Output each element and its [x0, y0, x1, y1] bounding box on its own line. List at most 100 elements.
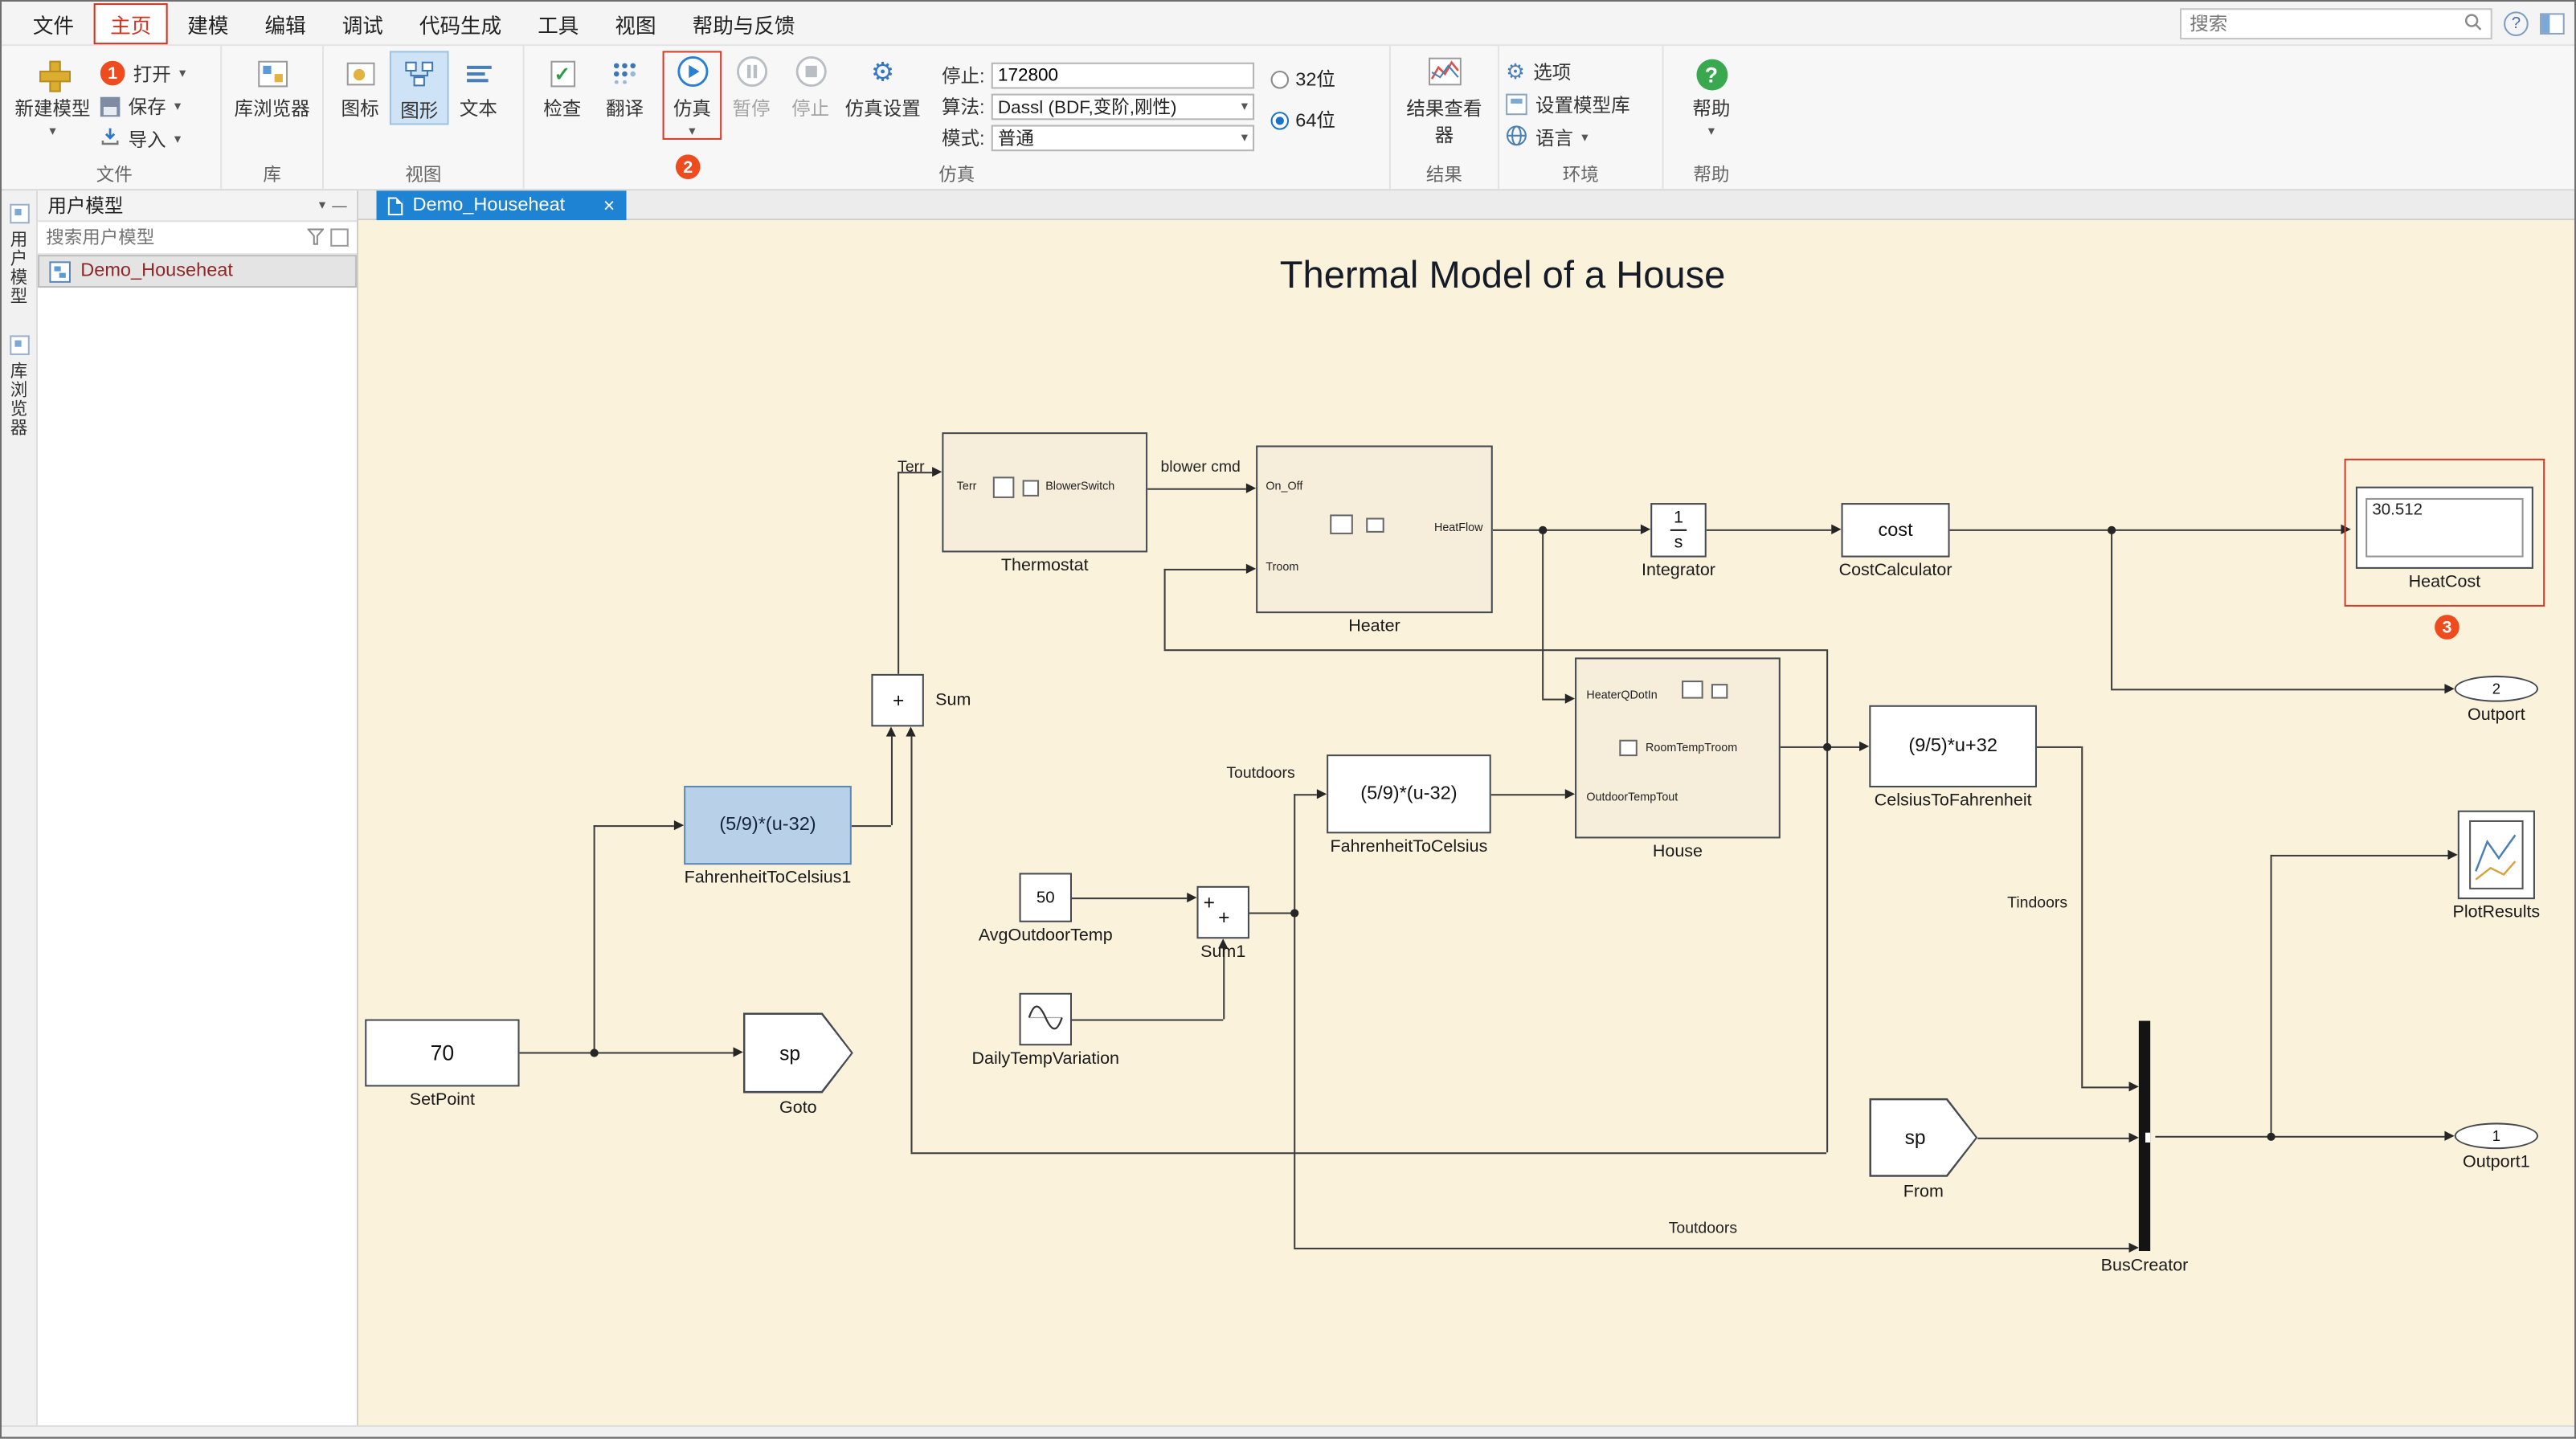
block-integrator[interactable]: 1s Integrator — [1650, 503, 1707, 558]
wire[interactable] — [1977, 1138, 2128, 1139]
language-button[interactable]: 语言 ▾ — [1506, 123, 1629, 151]
compile-button[interactable]: 翻译 — [594, 51, 656, 121]
block-fahrenheit-to-celsius[interactable]: (5/9)*(u-32) FahrenheitToCelsius — [1327, 754, 1491, 833]
wire[interactable] — [1826, 746, 1828, 1152]
open-button[interactable]: 1 打开 ▾ — [100, 59, 186, 88]
menu-tools[interactable]: 工具 — [521, 2, 595, 43]
block-fahrenheit-to-celsius1[interactable]: (5/9)*(u-32) FahrenheitToCelsius1 — [684, 786, 852, 865]
block-set-point[interactable]: 70 SetPoint — [365, 1020, 519, 1087]
block-from[interactable]: sp From — [1869, 1098, 1977, 1177]
wire[interactable] — [1072, 1020, 1223, 1021]
view-graphic-button[interactable]: 图形 — [390, 51, 449, 125]
block-celsius-to-fahrenheit[interactable]: (9/5)*u+32 CelsiusToFahrenheit — [1869, 705, 2037, 787]
search-input[interactable] — [2190, 14, 2457, 34]
pause-button[interactable]: 暂停 — [722, 51, 781, 121]
wire[interactable] — [1249, 913, 1294, 914]
model-search-input[interactable] — [46, 227, 301, 247]
wire[interactable] — [1781, 746, 1859, 748]
simulation-settings-button[interactable]: ⚙ 仿真设置 — [840, 51, 926, 121]
vertical-tab-user-models[interactable]: 用户模型 — [6, 204, 31, 306]
wire[interactable] — [1707, 529, 1831, 531]
wire[interactable] — [1542, 699, 1565, 701]
result-viewer-button[interactable]: 结果查看器 — [1397, 51, 1491, 148]
wire[interactable] — [1950, 529, 2341, 531]
wire[interactable] — [910, 1152, 1826, 1154]
chevron-down-icon[interactable]: ▾ — [319, 199, 325, 212]
wire[interactable] — [2037, 746, 2081, 748]
wire[interactable] — [1294, 913, 1295, 1248]
wire[interactable] — [1164, 649, 1827, 651]
menu-edit[interactable]: 编辑 — [248, 2, 322, 43]
wire[interactable] — [1491, 794, 1565, 795]
stop-time-input[interactable] — [992, 62, 1254, 88]
menu-view[interactable]: 视图 — [599, 2, 673, 43]
block-sum[interactable]: + Sum — [871, 674, 923, 726]
new-model-button[interactable]: 新建模型 ▾ — [14, 51, 90, 137]
menu-modeling[interactable]: 建模 — [171, 2, 245, 43]
wire[interactable] — [910, 737, 912, 1153]
algorithm-select[interactable]: Dassl (BDF,变阶,刚性) ▾ — [992, 93, 1254, 120]
wire[interactable] — [594, 825, 595, 1052]
help-icon[interactable]: ? — [2504, 11, 2529, 36]
menu-debug[interactable]: 调试 — [325, 2, 399, 43]
block-house[interactable]: HeaterQDotIn RoomTempTroom OutdoorTempTo… — [1575, 657, 1781, 838]
wire[interactable] — [1826, 649, 1828, 746]
wire[interactable] — [2271, 855, 2448, 856]
block-plot-results[interactable]: PlotResults — [2458, 811, 2535, 899]
search-icon[interactable] — [2464, 12, 2483, 35]
wire[interactable] — [1294, 794, 1295, 912]
wire[interactable] — [2081, 746, 2083, 1087]
wire[interactable] — [1294, 794, 1317, 795]
bit32-radio[interactable]: 32位 — [1271, 66, 1335, 92]
block-outport1[interactable]: 1 Outport1 — [2455, 1122, 2538, 1149]
close-icon[interactable]: × — [603, 195, 615, 215]
wire[interactable] — [594, 825, 674, 827]
wire[interactable] — [2081, 1086, 2128, 1088]
wire[interactable] — [1493, 529, 1641, 531]
bit64-radio[interactable]: 64位 — [1271, 107, 1335, 133]
diagram-canvas[interactable]: Thermal Model of a House — [358, 220, 2574, 1425]
save-button[interactable]: 保存 ▾ — [100, 92, 186, 121]
library-browser-button[interactable]: 库浏览器 — [228, 51, 315, 121]
wire[interactable] — [1542, 529, 1544, 699]
wire[interactable] — [2111, 529, 2112, 689]
block-thermostat[interactable]: Terr BlowerSwitch Thermostat — [942, 432, 1147, 552]
run-simulation-button[interactable]: 仿真 ▾ — [663, 51, 722, 139]
block-avg-outdoor-temp[interactable]: 50 AvgOutdoorTemp — [1020, 873, 1072, 922]
block-heat-cost[interactable]: 30.512 HeatCost — [2356, 487, 2533, 569]
filter-funnel-icon[interactable] — [308, 223, 324, 252]
menu-home[interactable]: 主页 — [94, 2, 168, 43]
view-icon-button[interactable]: 图标 — [330, 51, 390, 121]
layout-icon[interactable] — [2540, 13, 2565, 35]
wire[interactable] — [1294, 1248, 2128, 1249]
menu-file[interactable]: 文件 — [16, 2, 90, 43]
wire[interactable] — [852, 825, 891, 827]
block-cost-calculator[interactable]: cost CostCalculator — [1842, 503, 1950, 558]
help-button[interactable]: ? 帮助 ▾ — [1678, 51, 1744, 137]
options-button[interactable]: ⚙ 选项 — [1506, 58, 1629, 86]
wire[interactable] — [520, 1052, 734, 1053]
collapse-all-icon[interactable] — [330, 228, 349, 247]
check-button[interactable]: ✓ 检查 — [531, 51, 594, 121]
tab-demo-househeat[interactable]: Demo_Househeat × — [377, 190, 627, 220]
view-text-button[interactable]: 文本 — [449, 51, 509, 121]
wire[interactable] — [2155, 1136, 2444, 1138]
block-daily-temp-variation[interactable]: DailyTempVariation — [1020, 993, 1072, 1045]
wire[interactable] — [1072, 897, 1187, 899]
tree-item-demo-househeat[interactable]: Demo_Househeat — [38, 255, 357, 288]
menu-codegen[interactable]: 代码生成 — [403, 2, 517, 43]
wire[interactable] — [2271, 855, 2272, 1136]
stop-button[interactable]: 停止 — [781, 51, 840, 121]
block-bus-creator[interactable]: BusCreator — [2139, 1021, 2150, 1251]
block-outport[interactable]: 2 Outport — [2455, 676, 2538, 702]
wire[interactable] — [1147, 489, 1246, 490]
wire[interactable] — [891, 737, 893, 825]
block-heater[interactable]: On_Off Troom HeatFlow Heater — [1256, 445, 1493, 613]
mode-select[interactable]: 普通 ▾ — [992, 124, 1254, 150]
model-library-button[interactable]: 设置模型库 — [1506, 91, 1629, 119]
import-button[interactable]: 导入 ▾ — [100, 125, 186, 153]
wire[interactable] — [1164, 569, 1246, 570]
vertical-tab-library-browser[interactable]: 库浏览器 — [6, 335, 31, 437]
wire[interactable] — [1164, 569, 1166, 649]
block-goto[interactable]: sp Goto — [743, 1012, 853, 1093]
